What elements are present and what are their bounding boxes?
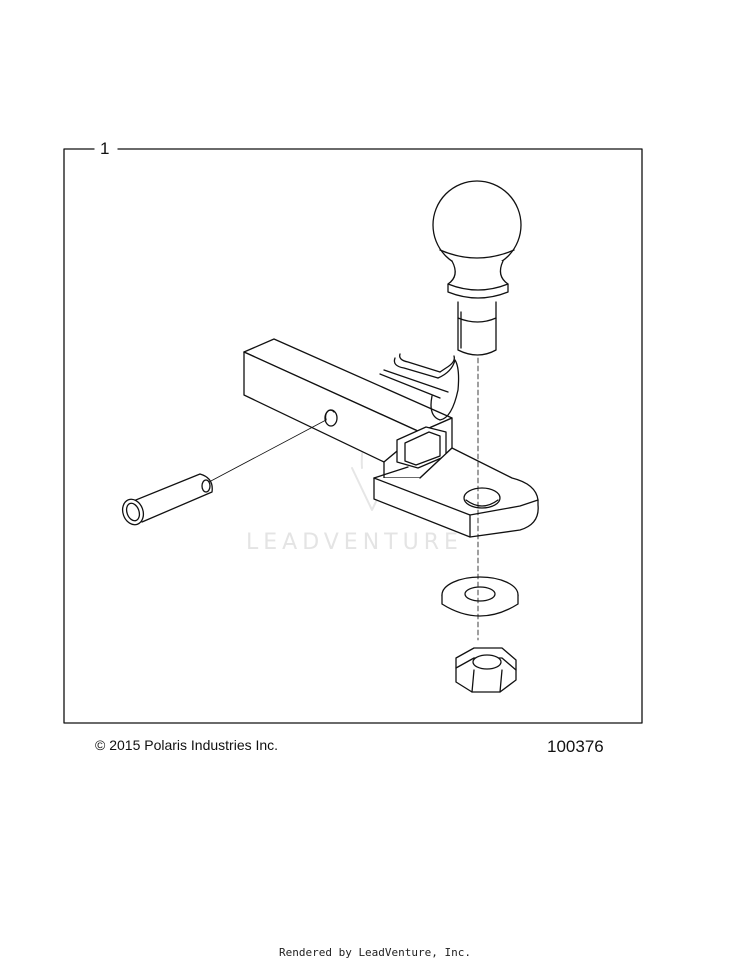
rendered-by-footer: Rendered by LeadVenture, Inc.: [278, 946, 472, 959]
hex-nut: [455, 647, 517, 693]
assembly-leader-lines: [208, 357, 479, 641]
ball-mount-plate: [373, 447, 539, 538]
part-number: 100376: [547, 737, 604, 756]
hitch-ball: [432, 180, 522, 356]
copyright-text: © 2015 Polaris Industries Inc.: [95, 737, 279, 753]
washer: [441, 576, 519, 617]
diagram-frame: [63, 148, 643, 724]
callout-number: 1: [96, 139, 114, 159]
hitch-pin: [121, 473, 213, 526]
watermark-text: LEADVENTURE: [246, 530, 463, 555]
receiver-tube: [243, 338, 453, 479]
hitch-clip: [379, 353, 460, 421]
